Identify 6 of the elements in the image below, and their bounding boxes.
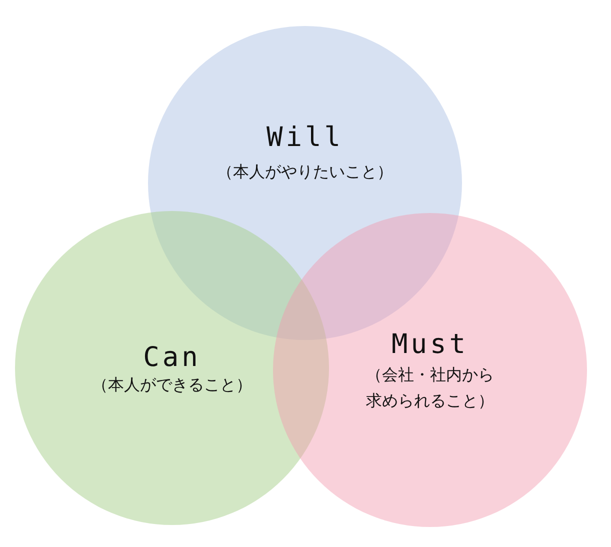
circle-heading: Can xyxy=(143,342,201,373)
circle-heading: Will xyxy=(266,122,344,153)
circle-description: （本人がやりたいこと） xyxy=(217,161,393,183)
circle-description: （本人ができること） xyxy=(92,374,252,396)
circle-heading: Must xyxy=(391,329,469,360)
circle-description: （会社・社内から求められること） xyxy=(365,364,495,412)
